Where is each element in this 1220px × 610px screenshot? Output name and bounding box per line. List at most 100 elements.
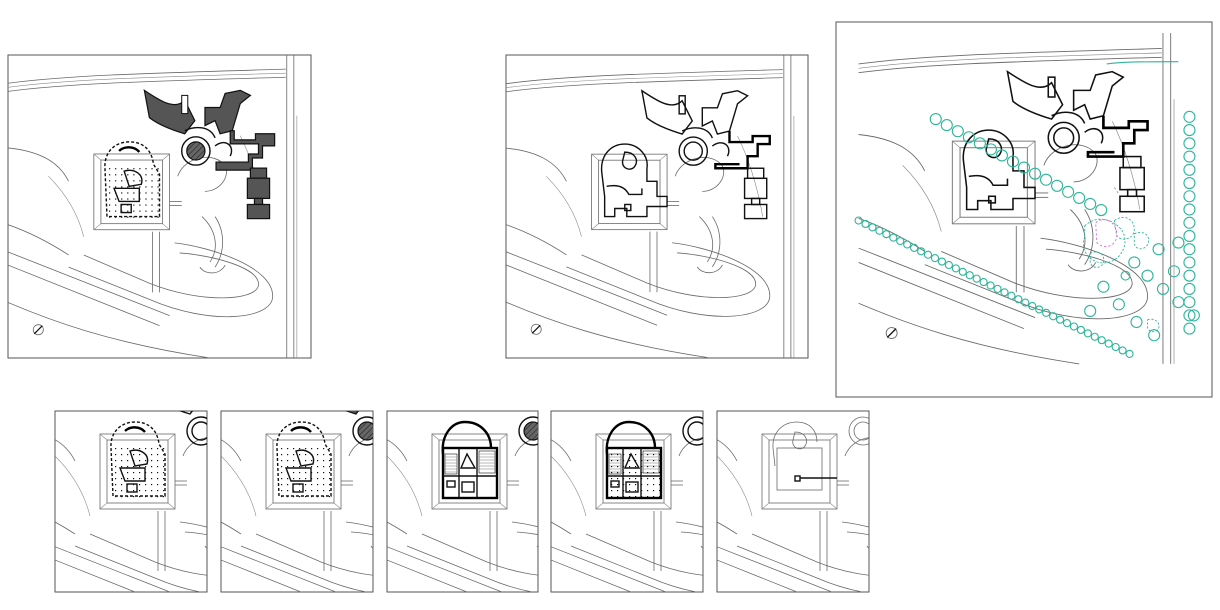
column-dot xyxy=(323,478,325,480)
column-dot xyxy=(121,460,123,462)
tree-canopy xyxy=(986,281,995,290)
column-dot xyxy=(133,454,135,456)
column-dot xyxy=(109,192,111,194)
column-dot xyxy=(163,460,165,462)
column-dot xyxy=(623,496,625,498)
tree-canopy xyxy=(1104,339,1113,348)
column-dot xyxy=(139,180,141,182)
tree-canopy xyxy=(854,216,863,225)
column-dot xyxy=(293,460,295,462)
column-dot xyxy=(317,496,319,498)
tree-canopy xyxy=(1183,229,1196,243)
tree-canopy xyxy=(1141,269,1154,282)
column-dot xyxy=(629,448,631,450)
tree-canopy xyxy=(972,274,981,283)
column-dot xyxy=(145,186,147,188)
column-dot xyxy=(157,484,159,486)
tree-canopy xyxy=(1097,280,1110,293)
column-dot xyxy=(317,466,319,468)
column-dot xyxy=(623,472,625,474)
viewport-roof-plan xyxy=(716,410,870,593)
column-dot xyxy=(121,174,123,176)
tree-canopy xyxy=(929,112,942,126)
column-dot xyxy=(133,490,135,492)
column-dot xyxy=(121,496,123,498)
tree-canopy xyxy=(1028,167,1042,180)
column-dot xyxy=(151,192,153,194)
column-dot xyxy=(659,490,661,492)
column-dot xyxy=(653,478,655,480)
column-dot xyxy=(635,466,637,468)
column-dot xyxy=(127,198,129,200)
column-dot xyxy=(121,490,123,492)
column-dot xyxy=(163,490,165,492)
column-dot xyxy=(623,448,625,450)
column-dot xyxy=(151,216,153,218)
column-dot xyxy=(641,484,643,486)
column-dot xyxy=(127,466,129,468)
column-dot xyxy=(121,216,123,218)
column-dot xyxy=(281,496,283,498)
column-dot xyxy=(317,448,319,450)
column-dot xyxy=(305,478,307,480)
column-dot xyxy=(317,472,319,474)
column-dot xyxy=(617,466,619,468)
column-dot xyxy=(323,496,325,498)
viewport-floor-plan-level-2 xyxy=(220,410,374,593)
column-dot xyxy=(145,478,147,480)
column-dot xyxy=(115,490,117,492)
tree-canopy xyxy=(1130,315,1143,329)
tree-canopy xyxy=(1128,256,1141,269)
column-dot xyxy=(115,454,117,456)
tree-canopy xyxy=(1183,243,1196,256)
tree-canopy xyxy=(944,260,953,270)
column-dot xyxy=(659,454,661,456)
column-dot xyxy=(121,204,123,206)
column-dot xyxy=(115,186,117,188)
column-dot xyxy=(299,490,301,492)
tree-canopy xyxy=(1097,336,1106,345)
column-dot xyxy=(133,168,135,170)
column-dot xyxy=(281,454,283,456)
column-dot xyxy=(617,484,619,486)
column-dot xyxy=(139,204,141,206)
column-dot xyxy=(641,466,643,468)
column-dot xyxy=(139,466,141,468)
column-dot xyxy=(647,466,649,468)
column-dot xyxy=(617,460,619,462)
column-dot xyxy=(329,484,331,486)
column-dot xyxy=(299,472,301,474)
tree-canopy xyxy=(1083,329,1092,338)
column-dot xyxy=(133,448,135,450)
column-dot xyxy=(115,216,117,218)
column-dot xyxy=(659,448,661,450)
column-dot xyxy=(317,490,319,492)
column-dot xyxy=(151,198,153,200)
column-dot xyxy=(145,466,147,468)
column-dot xyxy=(127,478,129,480)
column-dot xyxy=(157,198,159,200)
column-dot xyxy=(127,192,129,194)
column-dot xyxy=(329,472,331,474)
column-dot xyxy=(641,472,643,474)
column-dot xyxy=(305,448,307,450)
tree-canopy xyxy=(1062,185,1075,198)
tree-canopy xyxy=(979,277,988,287)
column-dot xyxy=(121,454,123,456)
column-dot xyxy=(305,490,307,492)
column-dot xyxy=(653,472,655,474)
column-dot xyxy=(323,484,325,486)
column-dot xyxy=(121,448,123,450)
tree-canopy xyxy=(896,236,905,246)
column-dot xyxy=(151,180,153,182)
column-dot xyxy=(611,454,613,456)
column-dot xyxy=(133,472,135,474)
column-dot xyxy=(305,466,307,468)
column-dot xyxy=(163,478,165,480)
column-dot xyxy=(151,466,153,468)
column-grid xyxy=(109,168,159,218)
column-dot xyxy=(299,484,301,486)
column-dot xyxy=(323,448,325,450)
column-dot xyxy=(151,490,153,492)
column-dot xyxy=(635,448,637,450)
